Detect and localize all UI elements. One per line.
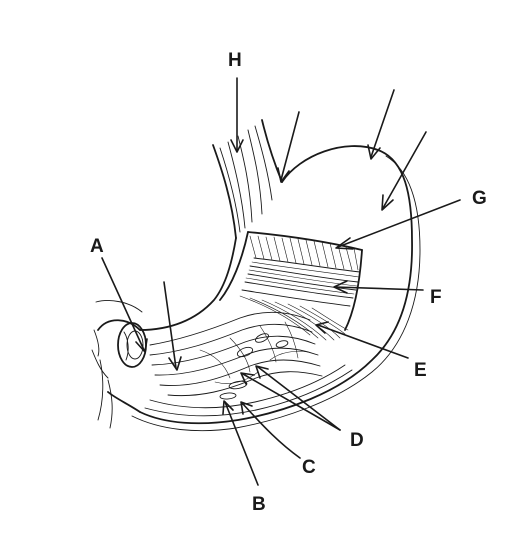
label-D: D [350,430,364,451]
pylorus-duodenum [92,300,146,428]
esophagus [213,120,282,238]
oblique-muscle-layer [240,296,348,340]
stomach-wall-layers [145,365,352,416]
label-F: F [430,287,442,308]
labels: H G F E D C B A [90,50,487,515]
label-E: E [414,360,427,381]
label-H: H [228,50,242,71]
label-C: C [302,457,316,478]
pointer-arrows [102,78,460,485]
label-A: A [90,236,104,257]
label-G: G [472,188,487,209]
circular-muscle-layer [242,258,360,306]
label-B: B [252,494,266,515]
